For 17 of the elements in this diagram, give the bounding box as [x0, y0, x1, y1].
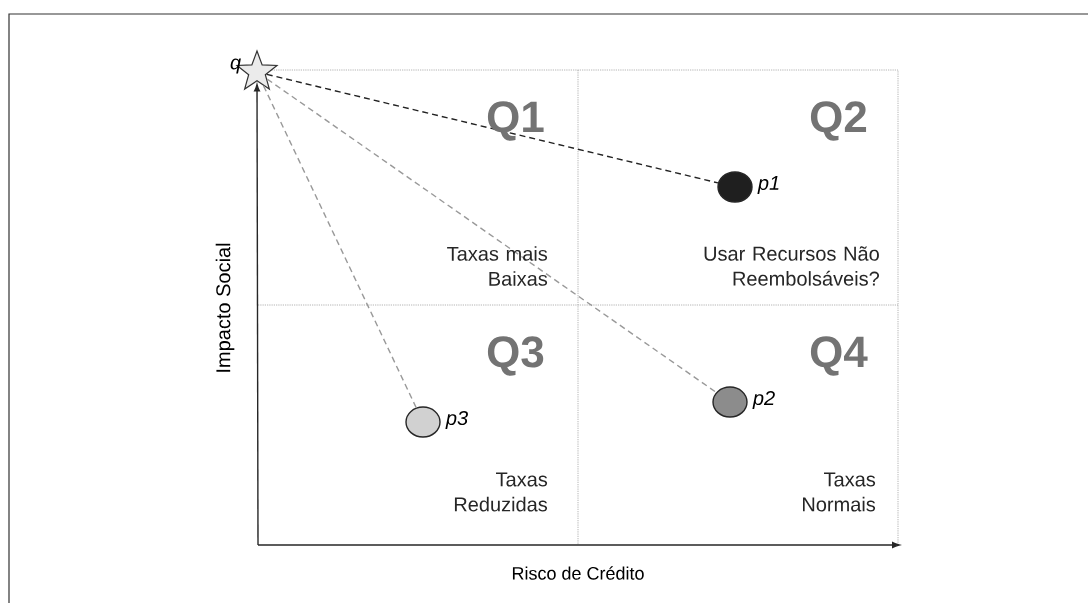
circle-marker — [712, 386, 748, 418]
quadrant-label: Q3 — [487, 336, 544, 376]
dashed-line — [266, 73, 719, 184]
quadrant-label: Q4 — [810, 336, 868, 376]
circle-marker — [717, 171, 753, 203]
dashed-line — [266, 78, 717, 393]
axis-title: Impacto Social — [215, 243, 235, 372]
point-label: q — [230, 58, 241, 74]
quadrant-note: Taxas mais Baixas — [447, 246, 548, 286]
axis-title: Risco de Crédito — [512, 566, 644, 580]
circle-marker — [405, 406, 441, 438]
point-label: p3 — [445, 410, 468, 430]
point-label: p2 — [752, 390, 775, 410]
quadrant-label: Q2 — [810, 101, 867, 141]
quadrant-label: Q1 — [487, 101, 544, 141]
point-label: p1 — [757, 176, 779, 194]
dashed-line — [262, 85, 417, 409]
